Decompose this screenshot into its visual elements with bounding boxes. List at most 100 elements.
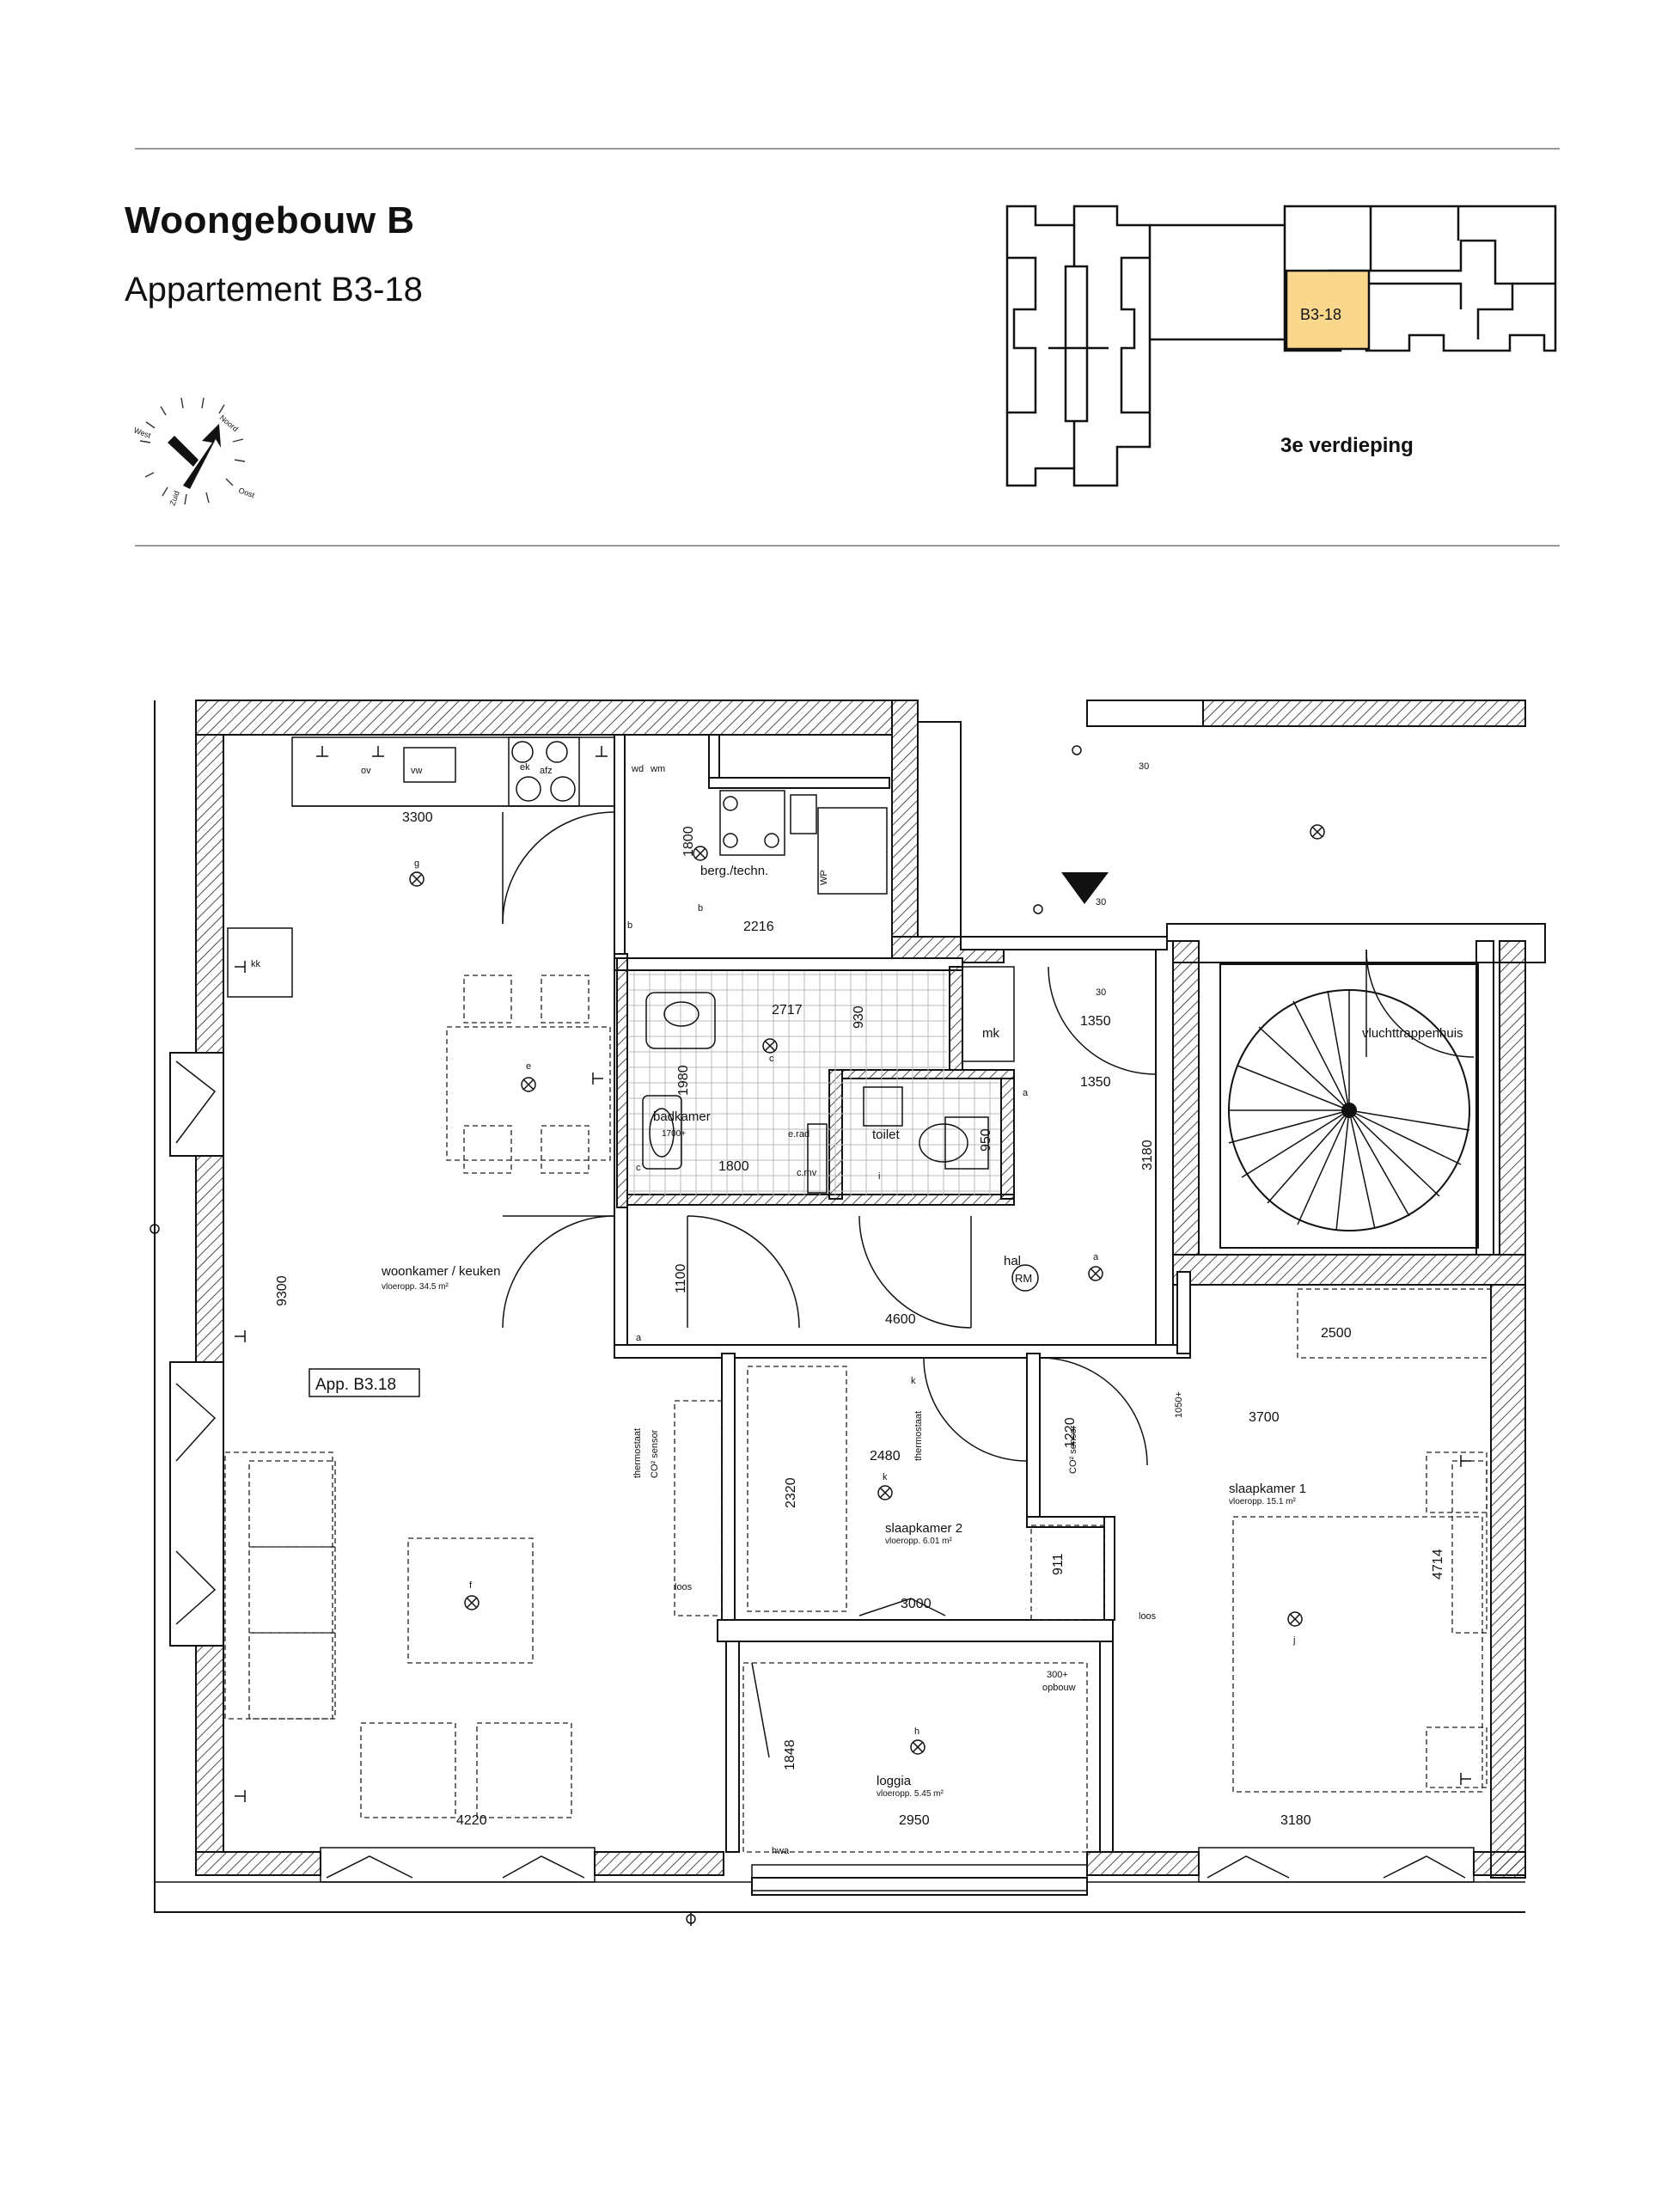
room-slaapkamer2-area: vloeropp. 6.01 m² — [885, 1537, 952, 1546]
room-mk: mk — [982, 1026, 999, 1041]
apartment-subtitle: Appartement B3-18 — [125, 271, 423, 309]
dim-1800-bath: 1800 — [718, 1159, 749, 1174]
dim-1100: 1100 — [674, 1263, 688, 1293]
room-hal: hal — [1004, 1254, 1021, 1268]
compass-label-east: Oost — [237, 486, 256, 499]
label-kk: kk — [251, 959, 261, 969]
kitchen-counter — [291, 736, 615, 807]
dim-2500: 2500 — [1321, 1326, 1352, 1341]
room-woonkamer: woonkamer / keuken — [381, 1264, 500, 1279]
room-berging: berg./techn. — [700, 864, 768, 878]
label-a2: a — [1023, 1088, 1029, 1098]
label-b2: b — [698, 903, 703, 914]
dim-911: 911 — [1051, 1553, 1066, 1575]
door-swings — [502, 811, 1475, 1758]
label-vw: vw — [411, 766, 423, 776]
compass-label-north: Noord — [218, 413, 240, 433]
room-toilet: toilet — [872, 1128, 901, 1142]
dim-2950: 2950 — [899, 1813, 930, 1828]
label-erad: e.rad — [788, 1129, 809, 1140]
dim-1350-top: 1350 — [1080, 1014, 1111, 1029]
dim-30-b: 30 — [1096, 897, 1106, 908]
dim-1220: 1220 — [1063, 1417, 1078, 1448]
building-title: Woongebouw B — [125, 199, 415, 241]
dim-1350-hal: 1350 — [1080, 1075, 1111, 1090]
label-hwa: hwa — [772, 1846, 790, 1856]
room-woonkamer-area: vloeropp. 34.5 m² — [382, 1282, 449, 1292]
room-loggia: loggia — [877, 1774, 912, 1788]
label-1700: 1700+ — [662, 1129, 686, 1139]
label-wp: WP — [819, 870, 829, 885]
room-slaapkamer1-area: vloeropp. 15.1 m² — [1229, 1497, 1296, 1506]
dim-930: 930 — [852, 1005, 866, 1029]
room-trappenhuis: vluchttrappenhuis — [1362, 1026, 1463, 1041]
label-e: e — [526, 1061, 531, 1072]
dim-9300: 9300 — [275, 1275, 290, 1306]
apartment-label-box — [309, 1368, 420, 1397]
label-co2-1: CO² sensor — [650, 1429, 660, 1478]
label-rm: RM — [1015, 1272, 1032, 1285]
label-f: f — [469, 1580, 473, 1591]
label-wd: wd — [631, 764, 644, 774]
dim-1848: 1848 — [783, 1739, 797, 1770]
label-ov: ov — [361, 766, 371, 776]
ceiling-lights — [409, 824, 1325, 1755]
label-afz: afz — [540, 766, 553, 776]
window-sashes — [175, 927, 1475, 1891]
dim-3700: 3700 — [1249, 1410, 1280, 1425]
label-c1: c — [769, 1054, 774, 1064]
dim-2216: 2216 — [743, 920, 774, 934]
room-loggia-area: vloeropp. 5.45 m² — [877, 1789, 944, 1799]
label-loos-2: loos — [1139, 1611, 1157, 1622]
dim-30-a: 30 — [1139, 761, 1149, 772]
label-k1: k — [911, 1376, 916, 1386]
dim-950: 950 — [979, 1128, 993, 1152]
electrical-symbols — [150, 745, 1471, 1926]
dim-30-c: 30 — [1096, 987, 1106, 998]
label-300: 300+ — [1047, 1670, 1068, 1680]
keyplan-unit-label: B3-18 — [1300, 306, 1341, 323]
compass-label-west: West — [132, 425, 152, 440]
room-slaapkamer1: slaapkamer 1 — [1229, 1482, 1306, 1496]
dim-4714: 4714 — [1431, 1549, 1445, 1580]
label-1050: 1050+ — [1174, 1391, 1184, 1418]
compass-label-south: Zuid — [168, 490, 180, 507]
label-a1: a — [636, 1333, 642, 1343]
fixture-labels: ov vw ek afz wd wm WP kk RM e.rad c.mv 1… — [251, 762, 1295, 1856]
room-slaapkamer2: slaapkamer 2 — [885, 1521, 962, 1536]
keyplan-unit-highlight — [1285, 269, 1371, 351]
dim-2480: 2480 — [870, 1449, 901, 1464]
label-a3: a — [1093, 1252, 1099, 1262]
dim-1800-storage: 1800 — [681, 826, 696, 857]
label-c2: c — [636, 1163, 641, 1173]
header-rule-top — [135, 148, 1560, 150]
room-labels: woonkamer / keuken vloeropp. 34.5 m² ber… — [381, 864, 1463, 1799]
bathroom-fixtures — [642, 790, 1015, 1194]
dim-3300: 3300 — [402, 810, 433, 825]
label-thermostaat-1: thermostaat — [632, 1428, 643, 1478]
dim-2320: 2320 — [784, 1477, 798, 1508]
label-wm: wm — [650, 764, 665, 774]
label-loos-1: loos — [675, 1582, 693, 1592]
label-h: h — [914, 1726, 919, 1737]
spiral-staircase — [1219, 963, 1479, 1249]
dim-4600: 4600 — [885, 1312, 916, 1327]
dimension-labels: 3300 1800 2216 2717 930 1980 1800 950 13… — [275, 761, 1445, 1828]
dim-2717: 2717 — [772, 1003, 803, 1018]
label-opbouw: opbouw — [1042, 1683, 1076, 1693]
label-j: j — [1292, 1635, 1295, 1646]
label-k2: k — [883, 1472, 888, 1482]
key-plan — [1005, 205, 1557, 487]
toilet-tile-floor — [844, 1080, 1000, 1196]
label-ek: ek — [520, 762, 530, 773]
floor-label: 3e verdieping — [1280, 434, 1414, 457]
label-cmv: c.mv — [797, 1168, 817, 1178]
dim-3000: 3000 — [901, 1597, 932, 1611]
header-rule-bottom — [135, 545, 1560, 547]
entrance-marker-icon — [1061, 872, 1109, 904]
walls — [154, 700, 1546, 1913]
apartment-label: App. B3.18 — [315, 1376, 396, 1394]
label-co2-2: CO² sensor — [1068, 1425, 1078, 1474]
dim-4220: 4220 — [456, 1813, 487, 1828]
furniture — [224, 975, 1492, 1853]
